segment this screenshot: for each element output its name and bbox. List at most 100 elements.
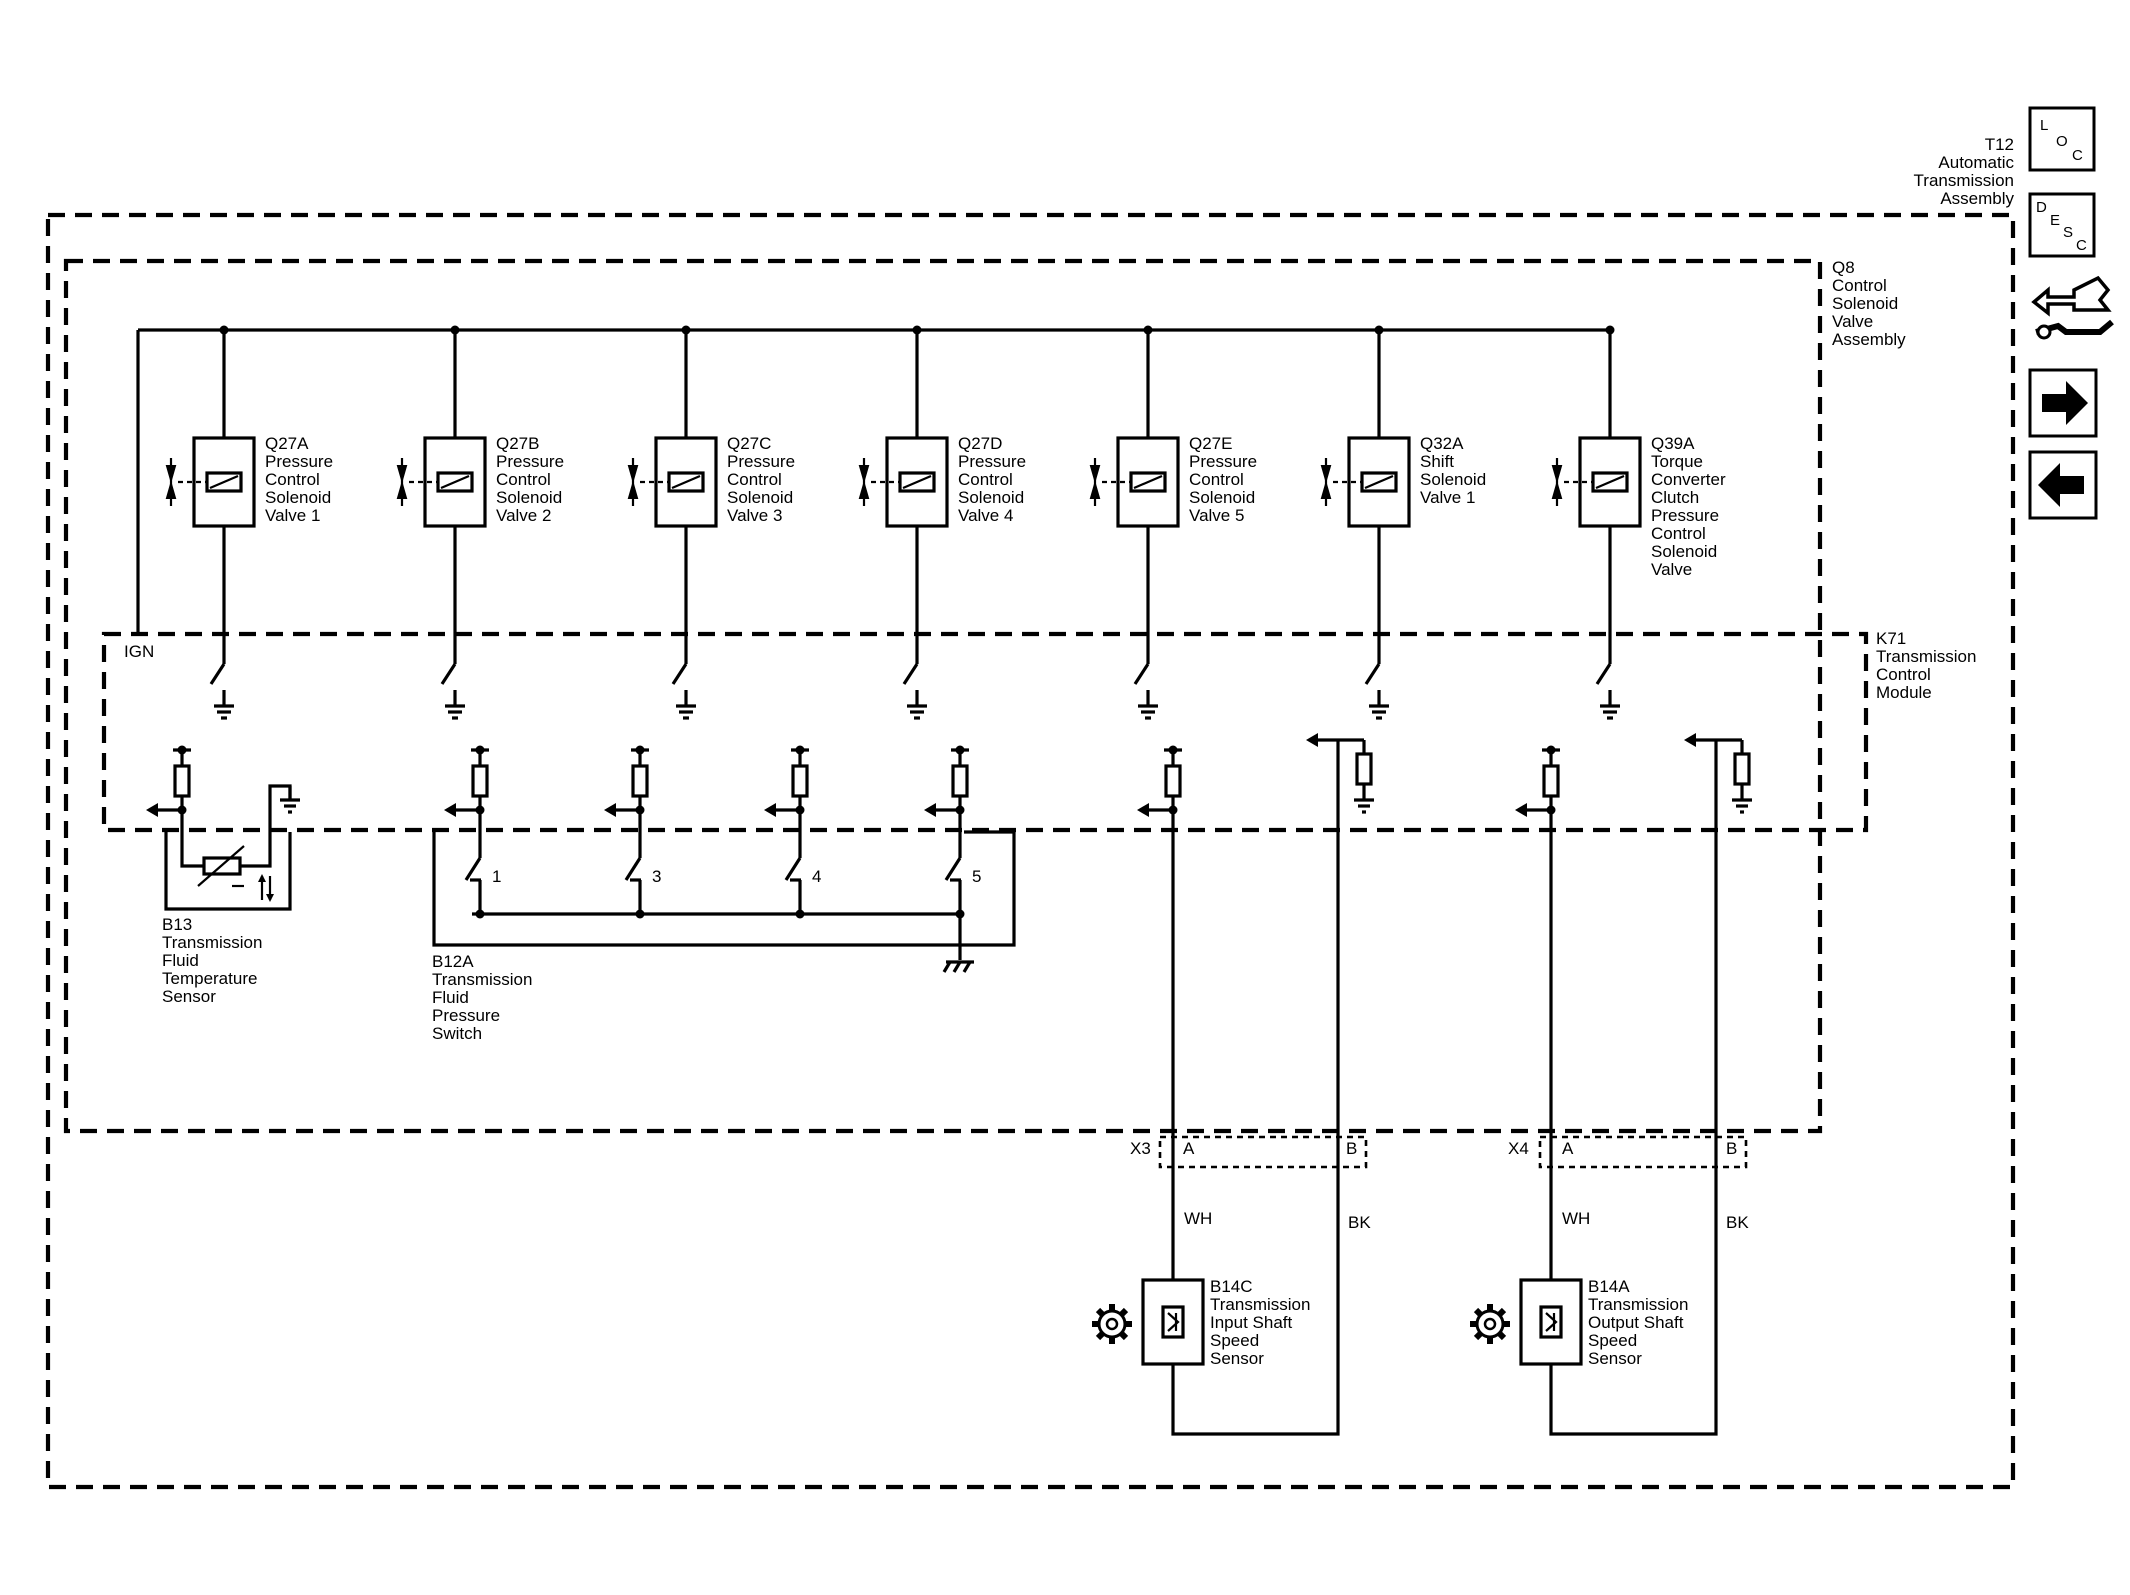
input-pullup <box>604 745 649 817</box>
input-speed-sensor <box>1092 740 1340 1436</box>
svg-text:Shift: Shift <box>1420 452 1454 471</box>
signal-arrow-icon <box>444 803 456 817</box>
next-page-button[interactable] <box>2028 368 2098 438</box>
svg-text:Valve 4: Valve 4 <box>958 506 1013 525</box>
connector-x4: X4 A B <box>1508 1135 1748 1169</box>
svg-text:Switch: Switch <box>432 1024 482 1043</box>
svg-text:Q27A: Q27A <box>265 434 309 453</box>
svg-text:B13: B13 <box>162 915 192 934</box>
svg-text:K71: K71 <box>1876 629 1906 648</box>
svg-text:C: C <box>2072 147 2083 164</box>
resistor-icon <box>1542 764 1560 798</box>
svg-text:Solenoid: Solenoid <box>1832 294 1898 313</box>
svg-text:Assembly: Assembly <box>1940 189 2014 208</box>
module-label: K71 Transmission Control Module <box>1876 629 1976 702</box>
output-speed-sensor <box>1470 740 1718 1436</box>
output-speed-sensor-label: B14A Transmission Output Shaft Speed Sen… <box>1588 1277 1688 1368</box>
svg-text:4: 4 <box>812 867 821 886</box>
svg-text:O: O <box>2056 133 2068 150</box>
svg-text:Torque: Torque <box>1651 452 1703 471</box>
svg-text:Valve: Valve <box>1651 560 1692 579</box>
svg-text:S: S <box>2063 224 2073 241</box>
svg-text:Input Shaft: Input Shaft <box>1210 1313 1293 1332</box>
svg-text:Q27B: Q27B <box>496 434 539 453</box>
signal-arrow-icon <box>764 803 776 817</box>
svg-text:Valve 5: Valve 5 <box>1189 506 1244 525</box>
svg-text:Solenoid: Solenoid <box>1420 470 1486 489</box>
svg-text:Pressure: Pressure <box>496 452 564 471</box>
chassis-ground-icon <box>942 960 974 973</box>
svg-text:Speed: Speed <box>1588 1331 1637 1350</box>
svg-text:Control: Control <box>1876 665 1931 684</box>
svg-text:Valve: Valve <box>1832 312 1873 331</box>
assembly-label: T12 Automatic Transmission Assembly <box>1914 135 2015 208</box>
input-pullup <box>764 745 809 817</box>
svg-text:Clutch: Clutch <box>1651 488 1699 507</box>
wire-color-x3-b: BK <box>1348 1213 1371 1232</box>
ignition-bus <box>136 328 1610 634</box>
svg-text:B14A: B14A <box>1588 1277 1630 1296</box>
svg-text:Control: Control <box>496 470 551 489</box>
signal-arrow-icon <box>1515 803 1527 817</box>
temperature-sensor-label: B13 Transmission Fluid Temperature Senso… <box>162 915 262 1006</box>
svg-text:Solenoid: Solenoid <box>727 488 793 507</box>
svg-text:Control: Control <box>1832 276 1887 295</box>
loc-button[interactable]: L O C <box>2028 106 2096 172</box>
desc-button[interactable]: D E S C <box>2028 192 2096 258</box>
ground-icon <box>280 786 300 814</box>
solenoid-q39a: Q39ATorqueConverterClutchPressureControl… <box>1551 325 1726 720</box>
svg-text:Q8: Q8 <box>1832 258 1855 277</box>
svg-text:L: L <box>2040 117 2048 134</box>
pressure-switch-label: B12A Transmission Fluid Pressure Switch <box>432 952 532 1043</box>
signal-arrow-icon <box>604 803 616 817</box>
svg-text:E: E <box>2050 212 2060 229</box>
svg-text:Solenoid: Solenoid <box>958 488 1024 507</box>
svg-text:B: B <box>1346 1139 1357 1158</box>
svg-text:Transmission: Transmission <box>1876 647 1976 666</box>
svg-text:Valve 1: Valve 1 <box>265 506 320 525</box>
resistor-icon <box>1355 752 1373 786</box>
svg-text:Pressure: Pressure <box>958 452 1026 471</box>
svg-text:Temperature: Temperature <box>162 969 257 988</box>
assembly-enclosure <box>45 212 2016 1490</box>
signal-arrow-icon <box>924 803 936 817</box>
svg-text:Control: Control <box>727 470 782 489</box>
svg-text:Control: Control <box>265 470 320 489</box>
solenoid-label: Q39ATorqueConverterClutchPressureControl… <box>1651 434 1726 579</box>
svg-text:Solenoid: Solenoid <box>265 488 331 507</box>
resistor-icon <box>951 764 969 798</box>
svg-text:B14C: B14C <box>1210 1277 1253 1296</box>
input-pullup <box>924 745 969 817</box>
svg-text:Transmission: Transmission <box>1588 1295 1688 1314</box>
svg-text:Solenoid: Solenoid <box>496 488 562 507</box>
svg-text:Pressure: Pressure <box>1189 452 1257 471</box>
svg-text:Fluid: Fluid <box>162 951 199 970</box>
pressure-switch-contact-1: 1 <box>464 812 501 919</box>
svg-text:Solenoid: Solenoid <box>1651 542 1717 561</box>
connector-tool-icon[interactable] <box>2031 275 2114 340</box>
input-pulldown <box>1306 733 1374 814</box>
svg-text:B: B <box>1726 1139 1737 1158</box>
svg-text:Speed: Speed <box>1210 1331 1259 1350</box>
input-speed-sensor-label: B14C Transmission Input Shaft Speed Sens… <box>1210 1277 1310 1368</box>
svg-text:D: D <box>2036 199 2047 216</box>
svg-text:Q27C: Q27C <box>727 434 771 453</box>
temperature-sensor-circuit <box>164 784 300 911</box>
svg-text:Valve 2: Valve 2 <box>496 506 551 525</box>
svg-text:Transmission: Transmission <box>1210 1295 1310 1314</box>
resistor-icon <box>791 764 809 798</box>
prev-page-button[interactable] <box>2028 450 2098 520</box>
svg-text:Converter: Converter <box>1651 470 1726 489</box>
input-pullup <box>1137 745 1182 817</box>
valve-body-enclosure <box>63 258 1823 1134</box>
svg-text:A: A <box>1562 1139 1574 1158</box>
svg-text:Q32A: Q32A <box>1420 434 1464 453</box>
